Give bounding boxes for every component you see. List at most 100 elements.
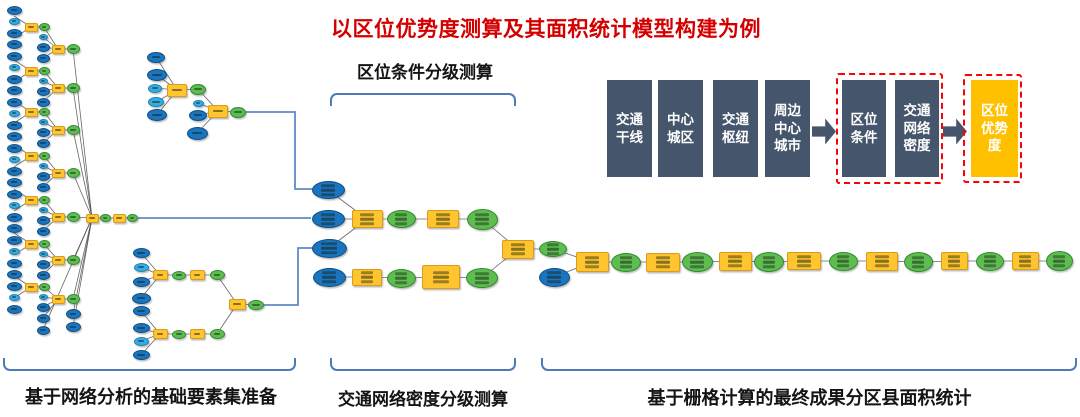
data-input-node <box>36 215 50 225</box>
data-input-node <box>189 109 207 121</box>
derived-data-node <box>66 83 80 93</box>
derived-data-node <box>828 251 858 271</box>
tool-node <box>228 298 246 310</box>
data-input-node <box>36 42 50 52</box>
derived-data-node <box>209 270 225 280</box>
data-input-node <box>6 281 22 291</box>
derived-data-node <box>172 329 186 339</box>
data-input-node-light <box>38 78 48 84</box>
section-label-network-density-grading: 交通网络密度分级测算 <box>338 390 508 409</box>
flow-box-source-1: 交通干线 <box>607 80 652 177</box>
data-input-node-light <box>133 262 149 272</box>
data-input-node <box>6 235 22 245</box>
tool-node <box>51 255 65 265</box>
tool-node <box>208 104 228 118</box>
data-input-node-light <box>38 119 48 125</box>
data-input-node-light <box>38 34 48 40</box>
tool-node <box>24 239 38 249</box>
derived-data-node <box>126 214 138 222</box>
tool-node <box>422 265 460 289</box>
flow-box-label-line: 城市 <box>774 138 801 154</box>
data-input-node-light <box>8 201 20 209</box>
data-input-node <box>538 267 570 287</box>
derived-data-node <box>754 252 784 272</box>
flow-box-label-line: 交通 <box>903 103 931 119</box>
derived-data-node <box>38 196 50 204</box>
bracket-network-analysis <box>3 358 296 371</box>
data-input-node <box>311 210 345 228</box>
tool-node <box>51 294 65 304</box>
tool-node <box>718 251 752 271</box>
data-input-node <box>36 182 50 192</box>
data-input-node <box>6 189 22 199</box>
derived-data-node <box>611 252 641 272</box>
derived-data-node <box>38 108 50 116</box>
data-input-node <box>6 212 22 222</box>
derived-data-node <box>903 252 933 272</box>
derived-data-node <box>99 214 111 222</box>
tool-node <box>24 107 38 117</box>
data-input-node-light <box>38 163 48 169</box>
tool-node <box>24 22 38 32</box>
data-input-node-light <box>192 99 204 107</box>
data-input-node <box>36 86 50 96</box>
bracket-location-condition <box>330 93 516 106</box>
tool-node <box>646 252 680 272</box>
flow-box-condition-1: 区位条件 <box>842 80 886 177</box>
data-input-node <box>36 127 50 137</box>
data-input-node-light <box>8 109 20 117</box>
data-input-node <box>132 350 150 360</box>
data-input-node <box>6 74 22 84</box>
data-input-node-light <box>148 97 164 107</box>
tool-node <box>24 151 38 161</box>
data-input-node <box>6 304 22 314</box>
flow-box-label-line: 区位 <box>981 103 1008 119</box>
bracket-raster-statistics <box>541 358 1077 371</box>
data-input-node <box>36 53 50 63</box>
data-input-node-light <box>38 294 48 300</box>
data-input-node <box>131 292 151 304</box>
derived-data-node <box>66 294 80 304</box>
data-input-node <box>36 171 50 181</box>
tool-node <box>352 268 382 286</box>
data-input-node-light <box>38 251 48 257</box>
tool-node <box>152 329 168 339</box>
data-input-node <box>36 226 50 236</box>
data-input-node <box>36 325 50 335</box>
data-input-node <box>6 120 22 130</box>
derived-data-node <box>209 329 225 339</box>
data-input-node <box>6 5 22 15</box>
derived-data-node <box>681 252 713 272</box>
flow-box-label-line: 交通 <box>616 111 643 127</box>
data-input-node <box>6 269 22 279</box>
flow-box-condition-2: 交通网络密度 <box>895 80 939 177</box>
flow-box-result: 区位优势度 <box>971 80 1018 177</box>
data-input-node <box>132 306 150 316</box>
derived-data-node <box>976 251 1004 271</box>
data-input-node <box>6 97 22 107</box>
derived-data-node <box>539 241 567 257</box>
derived-data-node <box>466 268 498 288</box>
flow-box-label-line: 度 <box>987 138 1002 154</box>
data-input-node <box>36 259 50 269</box>
tool-node <box>427 210 459 228</box>
derived-data-node <box>230 106 246 118</box>
derived-data-node <box>38 23 50 31</box>
tool-node <box>51 83 65 93</box>
tool-node <box>167 83 187 97</box>
tool-node <box>24 66 38 76</box>
data-input-node-light <box>8 247 20 255</box>
data-input-node-light <box>148 83 162 93</box>
data-input-node <box>311 238 347 258</box>
data-input-node <box>6 39 22 49</box>
derived-data-node <box>66 168 80 178</box>
derived-data-node <box>386 210 416 228</box>
tool-node <box>189 329 205 339</box>
flow-box-label-line: 中心 <box>774 120 801 136</box>
derived-data-node <box>38 283 50 291</box>
data-input-node <box>36 313 50 323</box>
derived-data-node <box>66 212 80 222</box>
tool-node <box>51 168 65 178</box>
